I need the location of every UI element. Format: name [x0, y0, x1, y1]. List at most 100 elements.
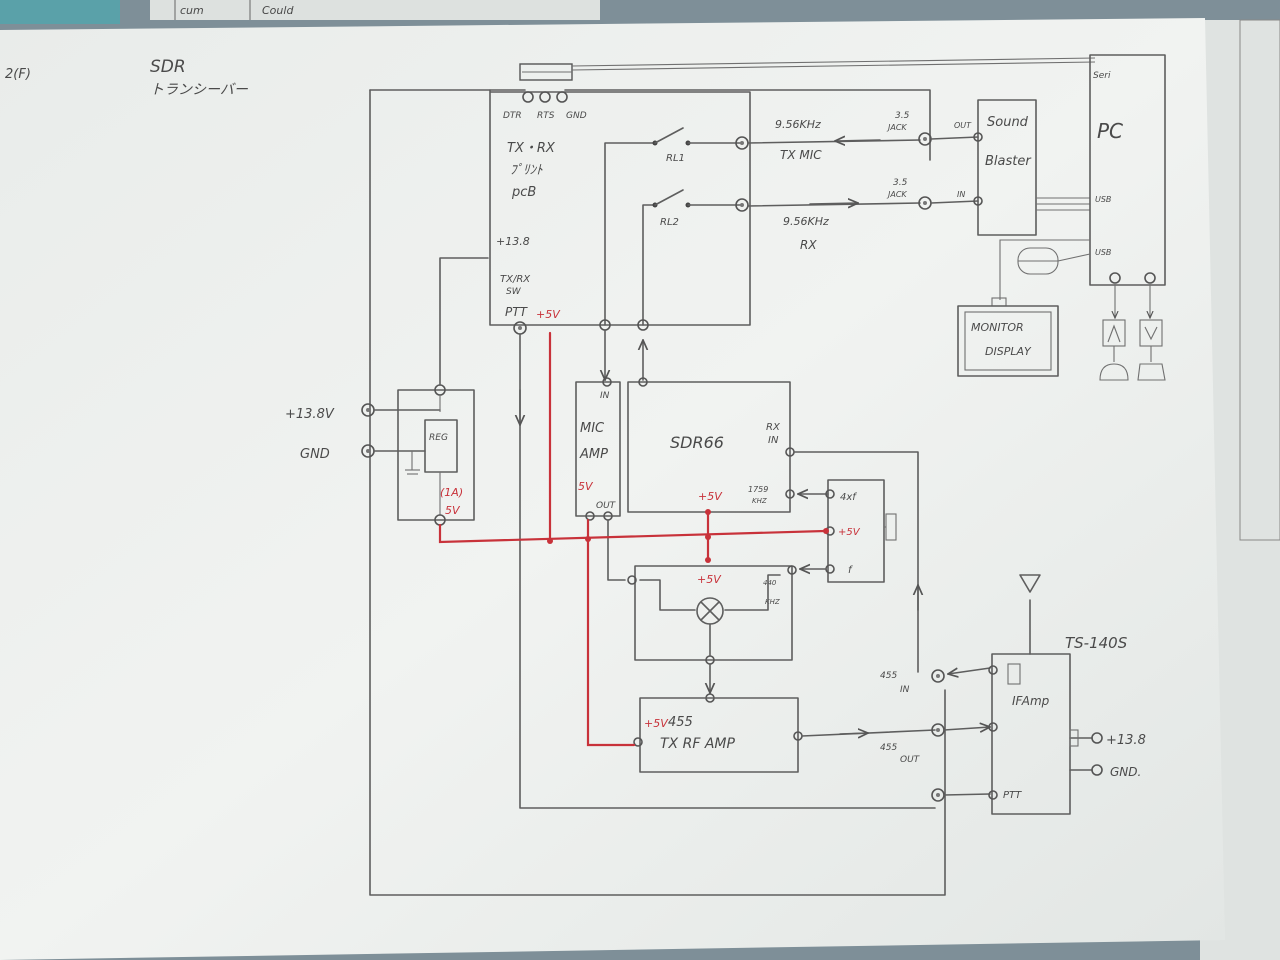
mixer-lo-label-2: KHZ [765, 598, 780, 606]
microphone-icon [1099, 363, 1129, 381]
ptt-label-2: SW [506, 287, 522, 297]
ts140s-plus: +13.8 [1106, 733, 1146, 748]
tx-jack-type: JACK [886, 123, 907, 132]
txrf-5v-label: +5V [644, 717, 669, 730]
ptt-label-3: PTT [505, 305, 529, 319]
relay1-label: RL1 [666, 153, 685, 164]
txrf-name: TX RF AMP [660, 736, 735, 752]
ts140s-radio: TS-140S IFAmp PTT +13.8 GND. [988, 574, 1146, 815]
mixer-lo-label-1: 440 [763, 579, 777, 587]
tx-rf-amp: 455 TX RF AMP +5V [633, 697, 936, 773]
mic-in-label: IN [600, 391, 610, 401]
sdr-5v-label: +5V [698, 490, 723, 503]
pcb-power-label: +13.8 [496, 235, 530, 248]
ts140s-block: IFAmp [1012, 694, 1050, 708]
pin-label-gnd: GND [566, 111, 587, 121]
rx-jack: 3.5 JACK [886, 178, 979, 210]
rx-freq: 9.56KHz [783, 215, 829, 228]
serial-cable [519, 57, 1096, 81]
txrx-pcb: DTR RTS GND TX・RX ﾌﾟﾘﾝﾄ pcB +13.8 TX/RX … [489, 89, 751, 326]
red-5v-bus [438, 331, 829, 747]
ptt-label-1: TX/RX [500, 274, 531, 285]
pin-label-rts: RTS [537, 111, 555, 121]
pin-dtr [522, 91, 534, 103]
pc-name: PC [1097, 119, 1123, 143]
pin-gnd [556, 91, 568, 103]
corner-scrap: cum Could [150, 0, 600, 20]
if-in-freq: 455 [880, 671, 897, 681]
ts140s-gnd: GND. [1110, 765, 1141, 779]
outer-frame [369, 89, 946, 896]
if-jacks: 455 IN 455 OUT [880, 667, 990, 802]
rx-jack-type: JACK [886, 190, 907, 199]
sb-name-1: Sound [987, 115, 1029, 130]
side-paper-frame [1239, 19, 1280, 541]
rx-line: 9.56KHz RX [747, 203, 921, 252]
page-subtitle: トランシーバー [150, 82, 249, 98]
mic-amp-name-2: AMP [579, 447, 608, 462]
txrf-freq: 455 [668, 715, 693, 730]
sb-name-2: Blaster [985, 154, 1032, 169]
note-left: 2(F) [5, 67, 31, 82]
pin-rts [539, 91, 551, 103]
mixer-5v-label: +5V [697, 573, 722, 586]
reg-label: REG [429, 433, 448, 443]
pc-box: Seri PC USB USB [1089, 54, 1166, 381]
if-in-dir: IN [900, 685, 910, 695]
teal-folder [0, 0, 120, 24]
regulator-board: REG (1A) 5V [373, 257, 489, 526]
monitor-display: MONITOR DISPLAY [957, 297, 1059, 377]
pcb-name-3: pcB [511, 185, 536, 200]
antenna-icon [1019, 574, 1041, 593]
sdr66-board: SDR66 RX IN 1759 KHZ +5V [627, 377, 918, 673]
ts140s-name: TS-140S [1065, 634, 1128, 652]
reg-current: (1A) [440, 486, 463, 499]
tx-name: TX MIC [780, 148, 822, 162]
ptt-line [513, 321, 936, 809]
soundblaster-card: OUT IN Sound Blaster [954, 99, 1090, 236]
pcb-name-1: TX・RX [507, 141, 556, 156]
sdr-name: SDR66 [670, 433, 724, 452]
osc-mid-label: +5V [838, 527, 861, 538]
pc-serial-label: Seri [1093, 71, 1111, 81]
mic-amp: IN MIC AMP 5V OUT [575, 377, 626, 581]
power-input: +13.8V GND [285, 403, 375, 462]
sdr-lo-label-1: 1759 [748, 485, 768, 494]
power-plus-label: +13.8V [285, 407, 335, 422]
pc-usb2-label: USB [1095, 248, 1111, 257]
sdr-rx-label-1: RX [766, 422, 781, 433]
osc-top-label: 4xf [840, 492, 857, 503]
pc-usb1-label: USB [1095, 195, 1111, 204]
rx-jack-size: 3.5 [893, 178, 908, 188]
tx-mic-line: 9.56KHz TX MIC [747, 118, 921, 162]
scrap-cell-2: Could [262, 4, 294, 17]
pcb-5v-label: +5V [536, 308, 561, 321]
mouse-icon [1017, 247, 1091, 275]
page-title: SDR [150, 57, 186, 77]
tx-jack-size: 3.5 [895, 111, 910, 121]
sdr-rx-label-2: IN [768, 435, 779, 446]
ts140s-ptt: PTT [1003, 790, 1022, 801]
relay-rl2: RL2 [642, 189, 749, 326]
scrap-cell-1: cum [180, 4, 204, 17]
pin-label-dtr: DTR [503, 111, 522, 121]
relay-rl1: RL1 [604, 127, 749, 326]
if-out-dir: OUT [900, 755, 921, 765]
sdr-lo-label-2: KHZ [752, 497, 767, 505]
speaker-icon [1137, 363, 1166, 381]
sb-out-label: OUT [954, 121, 972, 130]
reg-output-voltage: 5V [445, 504, 461, 517]
sb-in-label: IN [957, 190, 965, 199]
power-gnd-label: GND [300, 447, 330, 462]
rx-name: RX [800, 238, 817, 252]
monitor-line2: DISPLAY [985, 345, 1032, 358]
pcb-rx-jack [637, 319, 649, 331]
monitor-line1: MONITOR [971, 321, 1024, 334]
mic-out-label: OUT [596, 501, 617, 511]
tx-jack: 3.5 JACK [886, 111, 979, 146]
mic-amp-power: 5V [578, 480, 594, 493]
osc-bottom-label: f [848, 565, 853, 576]
tx-freq: 9.56KHz [775, 118, 821, 131]
mic-amp-name-1: MIC [580, 421, 605, 436]
